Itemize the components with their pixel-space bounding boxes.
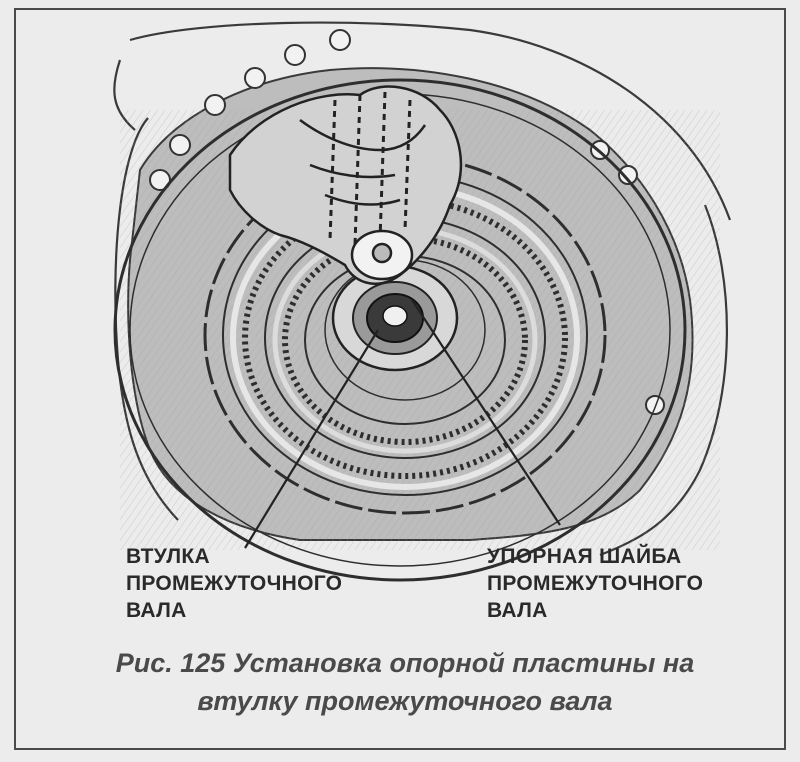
label-thrust-washer-line3: ВАЛА [487, 599, 548, 622]
hand [228, 85, 463, 285]
figure-caption: Рис. 125 Установка опорной пластины на в… [40, 644, 770, 720]
caption-line2: втулку промежуточного вала [197, 686, 613, 716]
label-bushing-line3: ВАЛА [126, 599, 187, 622]
label-bushing-line1: ВТУЛКА [126, 545, 210, 568]
label-bushing: ВТУЛКА ПРОМЕЖУТОЧНОГО ВАЛА [126, 543, 342, 624]
figure-frame [14, 8, 786, 750]
label-bushing-line2: ПРОМЕЖУТОЧНОГО [126, 572, 343, 595]
label-thrust-washer-line1: УПОРНАЯ ШАЙБА [487, 545, 682, 568]
leader-lines [244, 299, 561, 549]
label-thrust-washer: УПОРНАЯ ШАЙБА ПРОМЕЖУТОЧНОГО ВАЛА [487, 543, 703, 624]
caption-line1: Рис. 125 Установка опорной пластины на [115, 648, 695, 678]
label-thrust-washer-line2: ПРОМЕЖУТОЧНОГО [487, 572, 704, 595]
central-hub [331, 264, 459, 372]
